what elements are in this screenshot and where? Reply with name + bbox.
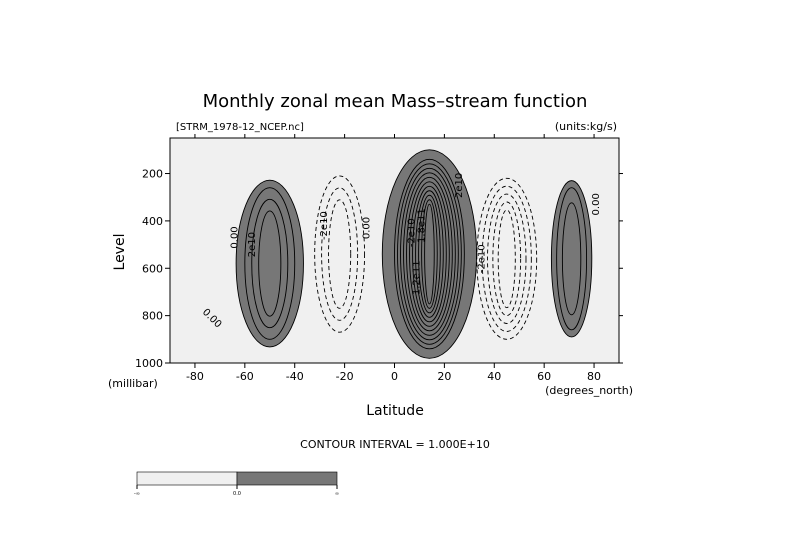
y-axis-tick-label: 600 — [142, 262, 163, 275]
colorbar-label-max: ∞ — [335, 491, 339, 497]
contour-label: 2e10 — [247, 232, 258, 257]
negative-contour-line — [497, 209, 516, 309]
colorbar-label-zero: 0.0 — [233, 491, 241, 497]
positive-contour-line — [403, 172, 456, 336]
y-axis-label: Level — [112, 234, 128, 271]
positive-contour-line — [561, 202, 582, 316]
x-axis-tick-label: -80 — [186, 370, 204, 383]
x-axis-tick-label: 40 — [487, 370, 501, 383]
positive-shade-region — [551, 180, 592, 337]
contour-label: 1.8e11 — [416, 208, 427, 243]
contour-label: 0.00 — [229, 226, 240, 248]
positive-contour-line — [409, 181, 450, 327]
plot-area: 0.00 2e10 -2e10 0.00 -2e10 1.2e11 1.8e11 2e10 -2… — [170, 138, 619, 363]
contour-label: -2e10 — [406, 218, 417, 247]
positive-shade-region — [236, 180, 304, 347]
y-axis-tick-label: 400 — [142, 215, 163, 228]
positive-contour-line — [415, 190, 444, 318]
zero-contour-line — [381, 149, 478, 359]
x-axis-tick-label: 0 — [391, 370, 398, 383]
positive-contour-line — [421, 199, 438, 309]
contour-label: -2e10 — [476, 244, 487, 273]
negative-contour-line — [492, 201, 522, 317]
colorbar: -∞ 0.0 ∞ — [134, 471, 339, 497]
positive-shade-region — [382, 149, 477, 359]
x-axis-label: Latitude — [366, 403, 424, 419]
positive-contour-line — [244, 187, 296, 340]
positive-contour-line — [251, 198, 289, 329]
contour-label: 2e10 — [454, 173, 465, 198]
positive-contour-line — [258, 210, 282, 317]
y-axis-tick-label: 1000 — [135, 357, 163, 370]
colorbar-negative-swatch — [136, 471, 238, 486]
file-label: [STRM_1978-12_NCEP.nc] — [176, 122, 304, 133]
positive-contour-line — [556, 187, 588, 331]
x-axis-tick-label: 20 — [437, 370, 451, 383]
colorbar-positive-swatch — [236, 471, 338, 486]
chart-title: Monthly zonal mean Mass–stream function — [203, 91, 588, 112]
contour-label: 0.00 — [591, 193, 602, 215]
contour-interval-text: CONTOUR INTERVAL = 1.000E+10 — [300, 438, 490, 451]
colorbar-label-min: -∞ — [134, 491, 140, 497]
x-axis-tick-label: 60 — [537, 370, 551, 383]
negative-contour-line — [328, 199, 352, 309]
contour-label: 1.2e11 — [411, 260, 422, 295]
positive-contour-line — [412, 185, 447, 323]
x-axis-tick-label: 80 — [587, 370, 601, 383]
positive-contour-line — [397, 163, 462, 345]
positive-contour-line — [394, 158, 465, 350]
x-axis-tick-label: -20 — [336, 370, 354, 383]
x-axis-tick-label: -60 — [236, 370, 254, 383]
contour-label: 0.00 — [362, 217, 373, 239]
y-axis-tick-label: 200 — [142, 168, 163, 181]
contour-label: -2e10 — [319, 211, 330, 240]
units-label: (units:kg/s) — [555, 120, 617, 133]
y-axis-unit: (millibar) — [108, 377, 158, 390]
zero-contour-line — [550, 180, 593, 338]
positive-contour-line — [424, 203, 435, 305]
positive-contour-line — [400, 167, 459, 341]
y-axis-tick-label: 800 — [142, 310, 163, 323]
x-axis-unit: (degrees_north) — [545, 384, 633, 397]
negative-contour-line — [321, 187, 359, 321]
x-axis-tick-label: -40 — [286, 370, 304, 383]
negative-contour-line — [481, 185, 532, 332]
negative-contour-line — [487, 193, 527, 324]
positive-contour-line — [406, 176, 453, 332]
zero-contour-line — [235, 179, 304, 348]
positive-contour-line — [418, 194, 441, 314]
negative-contour-line — [314, 175, 366, 333]
